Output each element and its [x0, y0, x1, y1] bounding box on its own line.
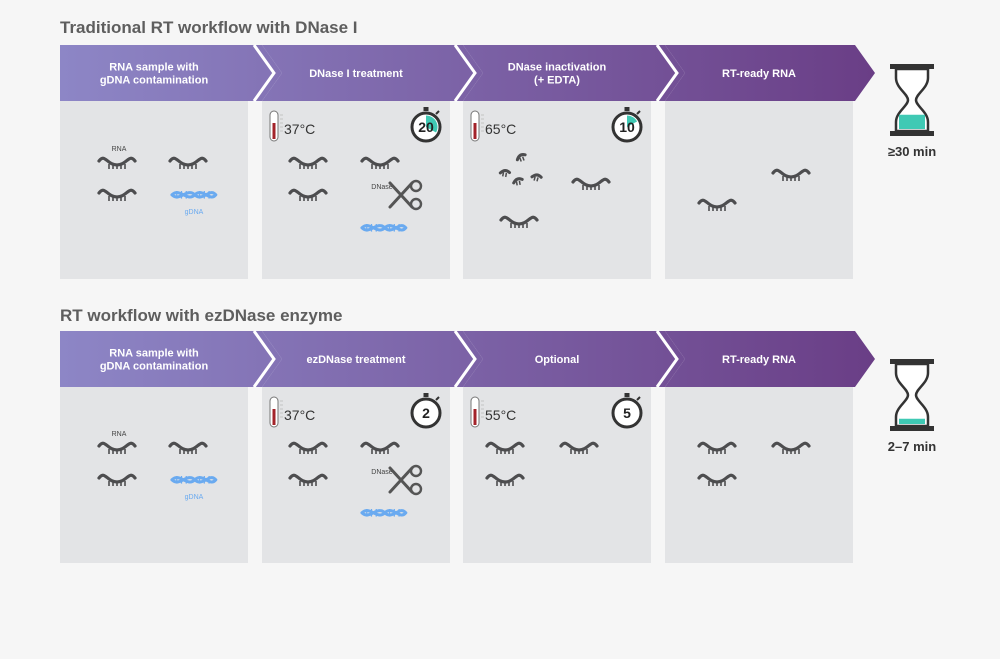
stage-label-1: gDNA contamination: [100, 361, 209, 373]
temperature-label: 37°C: [284, 407, 315, 423]
rna-strand: [697, 198, 737, 211]
rna-strand: [499, 215, 539, 228]
timer-icon: 2: [410, 393, 442, 429]
stage-arrow-3: [463, 331, 685, 387]
stage-label-2: ezDNase treatment: [306, 354, 405, 366]
hourglass-icon: [890, 359, 934, 431]
chevron-separator: [252, 330, 276, 388]
rna-strand: [288, 441, 328, 454]
rna-strand: [288, 156, 328, 169]
rna-strand: [485, 473, 525, 486]
rna-strand: [168, 156, 208, 169]
thermometer-icon: [269, 110, 283, 142]
chevron-separator: [453, 44, 477, 102]
rna-strand: [771, 441, 811, 454]
chevron-separator: [655, 44, 679, 102]
stage-arrow-4: [665, 331, 875, 387]
temperature-label: 55°C: [485, 407, 516, 423]
stage-label-4: RT-ready RNA: [722, 354, 796, 366]
rna-strand: [360, 156, 400, 169]
gdna-helix: [360, 509, 408, 517]
enzyme-label: DNase: [371, 469, 393, 476]
timer-value: 10: [619, 119, 635, 135]
stage-arrow-1: [60, 331, 282, 387]
stage-panel-4: [665, 387, 853, 563]
gdna-label: gDNA: [185, 494, 204, 501]
rna-fragment: [530, 173, 543, 182]
rna-fragment: [498, 169, 512, 178]
temperature-label: 65°C: [485, 121, 516, 137]
scissors-icon: [388, 179, 423, 211]
rna-strand: [288, 473, 328, 486]
timer-icon: 20: [410, 107, 442, 143]
chevron-separator: [252, 44, 276, 102]
rna-label: RNA: [112, 431, 127, 438]
rna-strand: [288, 188, 328, 201]
rna-fragment: [512, 177, 524, 186]
rna-strand: [168, 441, 208, 454]
stage-panel-1: [60, 387, 248, 563]
thermometer-icon: [470, 396, 484, 428]
timer-progress: [426, 115, 438, 133]
stage-label-2: DNase I treatment: [309, 68, 403, 80]
total-time-label: 2–7 min: [888, 439, 936, 454]
rna-strand: [559, 441, 599, 454]
stage-arrow-1: [60, 45, 282, 101]
rna-strand: [771, 168, 811, 181]
rna-strand: [697, 441, 737, 454]
enzyme-label: DNase: [371, 184, 393, 191]
rna-strand: [571, 177, 611, 190]
timer-icon: 5: [611, 393, 643, 429]
stage-label-1: RNA sample with: [109, 62, 199, 74]
rna-strand: [485, 441, 525, 454]
timer-icon: 10: [611, 107, 643, 143]
stage-label-1: RNA sample with: [109, 348, 199, 360]
gdna-helix: [360, 224, 408, 232]
stage-label-4: RT-ready RNA: [722, 68, 796, 80]
gdna-helix: [170, 191, 218, 199]
timer-value: 5: [623, 405, 631, 421]
stage-arrow-4: [665, 45, 875, 101]
gdna-helix: [170, 476, 218, 484]
chevron-separator: [453, 330, 477, 388]
stage-arrow-3: [463, 45, 685, 101]
stage-arrow-2: [262, 331, 483, 387]
traditional-workflow-title: Traditional RT workflow with DNase I: [60, 18, 358, 37]
timer-value: 20: [418, 119, 434, 135]
rna-strand: [97, 188, 137, 201]
total-time-label: ≥30 min: [888, 144, 936, 159]
hourglass-sand: [899, 418, 925, 424]
thermometer-icon: [470, 110, 484, 142]
stage-label-1: gDNA contamination: [100, 75, 209, 87]
hourglass-icon: [890, 64, 934, 136]
stage-arrow-2: [262, 45, 483, 101]
stage-label-3: Optional: [535, 354, 580, 366]
timer-progress: [627, 115, 638, 127]
stage-label-3: DNase inactivation: [508, 62, 607, 74]
temperature-label: 37°C: [284, 121, 315, 137]
stage-panel-4: [665, 101, 853, 279]
rna-strand: [97, 441, 137, 454]
rna-strand: [97, 473, 137, 486]
chevron-separator: [655, 330, 679, 388]
rna-fragment: [515, 153, 527, 162]
rna-strand: [97, 156, 137, 169]
stage-panel-1: [60, 101, 248, 279]
ezdnase-workflow-title: RT workflow with ezDNase enzyme: [60, 306, 343, 325]
rna-label: RNA: [112, 146, 127, 153]
thermometer-icon: [269, 396, 283, 428]
hourglass-sand: [899, 114, 925, 129]
stage-label-3: (+ EDTA): [534, 75, 580, 87]
rna-strand: [360, 441, 400, 454]
scissors-icon: [388, 464, 423, 496]
gdna-label: gDNA: [185, 209, 204, 216]
rna-strand: [697, 473, 737, 486]
timer-value: 2: [422, 405, 430, 421]
